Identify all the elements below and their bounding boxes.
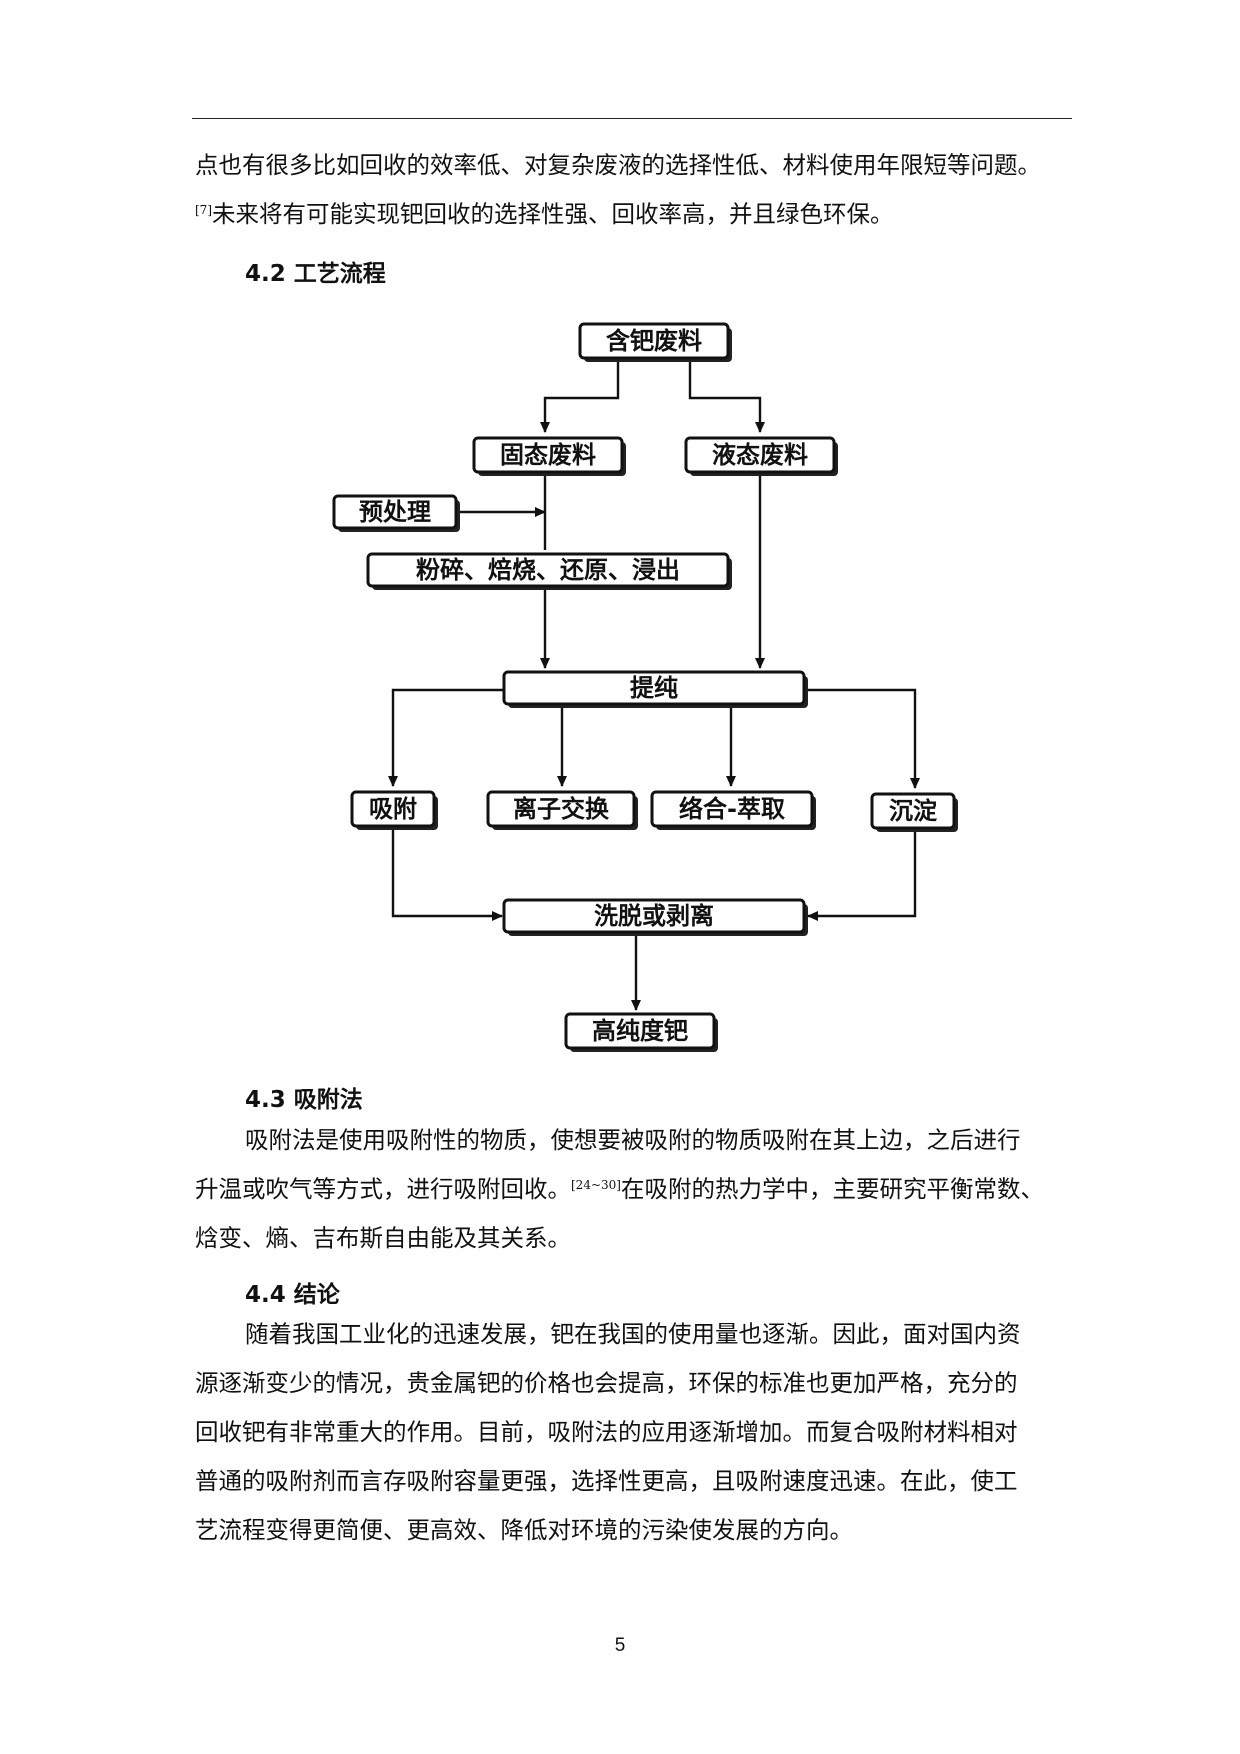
s44-line-2: 源逐渐变少的情况，贵金属钯的价格也会提高，环保的标准也更加严格，充分的: [195, 1369, 1018, 1397]
page-number: 5: [614, 1635, 626, 1656]
intro-paragraph: 点也有很多比如回收的效率低、对复杂废液的选择性低、材料使用年限短等问题。 [7]…: [195, 141, 1075, 239]
s44-line-1: 随着我国工业化的迅速发展，钯在我国的使用量也逐渐。因此，面对国内资: [245, 1320, 1021, 1348]
s43-line-2b: 在吸附的热力学中，主要研究平衡常数、: [620, 1175, 1044, 1203]
s44-line-3: 回收钯有非常重大的作用。目前，吸附法的应用逐渐增加。而复合吸附材料相对: [195, 1418, 1018, 1446]
node-elute-label: 洗脱或剥离: [594, 902, 714, 930]
node-start: 含钯废料: [578, 322, 732, 362]
intro-line-2: 未来将有可能实现钯回收的选择性强、回收率高，并且绿色环保。: [212, 200, 894, 228]
intro-line-1: 点也有很多比如回收的效率低、对复杂废液的选择性低、材料使用年限短等问题。: [195, 151, 1041, 179]
node-precipitate: 沉淀: [870, 792, 958, 832]
node-solid-label: 固态废料: [500, 441, 596, 469]
node-ion-exchange-label: 离子交换: [513, 795, 610, 823]
section-4-3-paragraph: 吸附法是使用吸附性的物质，使想要被吸附的物质吸附在其上边，之后进行 升温或吹气等…: [195, 1116, 1075, 1263]
node-complex-extract-label: 络合-萃取: [679, 795, 785, 823]
s43-line-2a: 升温或吹气等方式，进行吸附回收。: [195, 1175, 571, 1203]
citation-7: [7]: [195, 203, 212, 217]
section-4-3-heading: 4.3 吸附法: [245, 1087, 363, 1113]
node-purify: 提纯: [502, 670, 808, 708]
s43-line-1: 吸附法是使用吸附性的物质，使想要被吸附的物质吸附在其上边，之后进行: [245, 1126, 1021, 1154]
node-solid: 固态废料: [472, 436, 626, 476]
section-4-4-heading: 4.4 结论: [245, 1282, 340, 1308]
node-product: 高纯度钯: [564, 1012, 718, 1052]
node-adsorb: 吸附: [350, 790, 438, 830]
header-rule: [192, 118, 1072, 119]
flow-connectors: [388, 362, 920, 1011]
arrow-purify-to-precipitate: [805, 688, 920, 789]
node-product-label: 高纯度钯: [592, 1017, 688, 1045]
node-elute: 洗脱或剥离: [502, 898, 808, 936]
s44-line-4: 普通的吸附剂而言存吸附容量更强，选择性更高，且吸附速度迅速。在此，使工: [195, 1467, 1018, 1495]
node-precipitate-label: 沉淀: [889, 797, 938, 825]
node-pretreat: 预处理: [332, 494, 460, 532]
node-process-label: 粉碎、焙烧、还原、浸出: [416, 556, 680, 584]
arrow-adsorb-to-elute: [391, 826, 503, 921]
arrow-start-to-solid: [540, 362, 620, 433]
arrow-precipitate-to-elute: [807, 828, 917, 921]
node-pretreat-label: 预处理: [359, 498, 431, 526]
node-complex-extract: 络合-萃取: [650, 790, 816, 830]
arrow-purify-to-adsorb: [388, 688, 505, 787]
node-purify-label: 提纯: [630, 674, 678, 702]
node-adsorb-label: 吸附: [369, 795, 417, 823]
section-4-2-heading: 4.2 工艺流程: [245, 261, 386, 287]
node-process: 粉碎、焙烧、还原、浸出: [366, 552, 732, 590]
node-liquid: 液态废料: [684, 436, 838, 476]
process-flowchart: 含钯废料 固态废料 液态废料 预处理 粉碎、焙烧、还原、浸出 提纯 吸附 离子交…: [332, 322, 958, 1052]
s43-line-3: 焓变、熵、吉布斯自由能及其关系。: [195, 1224, 571, 1252]
section-4-4-paragraph: 随着我国工业化的迅速发展，钯在我国的使用量也逐渐。因此，面对国内资 源逐渐变少的…: [195, 1310, 1075, 1555]
node-liquid-label: 液态废料: [712, 441, 808, 469]
node-start-label: 含钯废料: [606, 327, 702, 355]
node-ion-exchange: 离子交换: [486, 790, 638, 830]
citation-24-30: [24~30]: [571, 1178, 621, 1192]
s44-line-5: 艺流程变得更简便、更高效、降低对环境的污染使发展的方向。: [195, 1516, 853, 1544]
arrow-start-to-liquid: [688, 362, 765, 433]
